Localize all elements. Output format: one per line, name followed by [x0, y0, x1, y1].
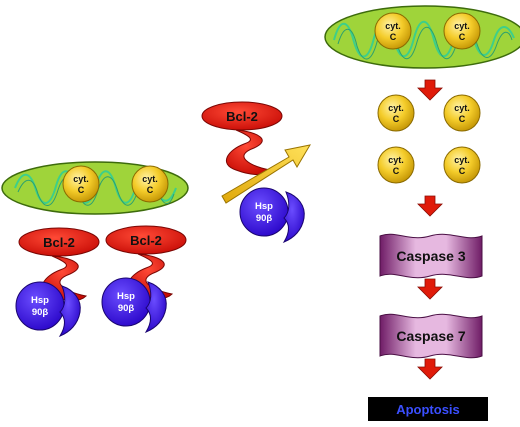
svg-text:cyt.: cyt.: [454, 21, 470, 31]
svg-text:Hsp: Hsp: [255, 201, 273, 212]
dissociation-arrow: [221, 144, 312, 204]
mitochondrion-right: cyt. C cyt. C: [324, 5, 520, 69]
svg-text:C: C: [459, 166, 466, 176]
svg-text:Hsp: Hsp: [117, 291, 135, 302]
svg-text:90β: 90β: [32, 307, 49, 318]
cyt-c-released-4: cyt. C: [443, 146, 481, 184]
arrow-to-caspase3: [417, 195, 443, 217]
svg-text:Bcl-2: Bcl-2: [130, 233, 162, 248]
hsp90b-protein-1: Hsp 90β: [15, 281, 81, 338]
caspase-7-box: Caspase 7: [379, 313, 483, 359]
arrow-to-apoptosis: [417, 358, 443, 380]
svg-text:Caspase 3: Caspase 3: [396, 248, 465, 264]
cyt-c-released-1: cyt. C: [377, 94, 415, 132]
cyt-c-left-2: cyt. C: [131, 165, 169, 203]
mitochondrion-left: cyt. C cyt. C: [1, 161, 189, 215]
apoptosis-box: Apoptosis: [368, 397, 488, 421]
bcl2-hsp-complex-2: Bcl-2 Hsp 90β: [101, 225, 187, 334]
svg-text:C: C: [393, 114, 400, 124]
svg-text:C: C: [390, 32, 397, 42]
svg-text:C: C: [147, 185, 154, 195]
svg-text:cyt.: cyt.: [388, 155, 404, 165]
svg-text:90β: 90β: [118, 303, 135, 314]
cyt-c-left-1: cyt. C: [62, 165, 100, 203]
caspase-3-box: Caspase 3: [379, 233, 483, 279]
arrow-release: [417, 79, 443, 101]
hsp90b-protein-2: Hsp 90β: [101, 277, 167, 334]
bcl2-hsp-complex-1: Bcl-2 Hsp 90β: [15, 227, 100, 338]
svg-text:Hsp: Hsp: [31, 295, 49, 306]
hsp90b-protein-released: Hsp 90β: [239, 187, 305, 244]
arrow-to-caspase7: [417, 278, 443, 300]
svg-text:cyt.: cyt.: [385, 21, 401, 31]
svg-text:cyt.: cyt.: [142, 174, 158, 184]
bcl2-protein-released: Bcl-2: [201, 101, 283, 175]
svg-text:cyt.: cyt.: [73, 174, 89, 184]
cyt-c-mito-right-2: cyt. C: [443, 12, 481, 50]
svg-text:Caspase 7: Caspase 7: [396, 328, 465, 344]
cristae-right: [333, 20, 515, 58]
svg-text:Bcl-2: Bcl-2: [43, 235, 75, 250]
svg-text:cyt.: cyt.: [388, 103, 404, 113]
svg-text:Apoptosis: Apoptosis: [396, 402, 460, 417]
cyt-c-mito-right-1: cyt. C: [374, 12, 412, 50]
svg-text:cyt.: cyt.: [454, 103, 470, 113]
svg-text:C: C: [393, 166, 400, 176]
cyt-c-released-2: cyt. C: [443, 94, 481, 132]
svg-text:Bcl-2: Bcl-2: [226, 109, 258, 124]
cyt-c-released-3: cyt. C: [377, 146, 415, 184]
svg-text:90β: 90β: [256, 213, 273, 224]
svg-text:cyt.: cyt.: [454, 155, 470, 165]
svg-text:C: C: [459, 32, 466, 42]
svg-text:C: C: [459, 114, 466, 124]
svg-text:C: C: [78, 185, 85, 195]
